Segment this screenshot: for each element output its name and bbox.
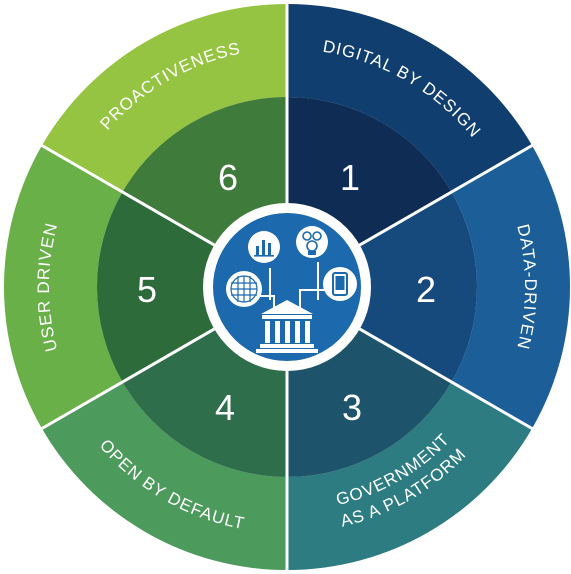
outer-segment-user-driven [3, 145, 123, 429]
inner-segment-user-driven [97, 192, 287, 382]
mobile-phone-icon [323, 267, 357, 301]
people-icon [296, 226, 328, 258]
segment-number-6: 6 [218, 157, 238, 198]
outer-segment-digital-by-design [287, 4, 533, 192]
segment-number-4: 4 [215, 387, 235, 428]
outer-segment-data-driven [451, 145, 570, 429]
outer-segment-government-as-a-platform [287, 382, 533, 570]
grid-globe-icon [226, 271, 262, 307]
outer-segment-proactiveness [41, 4, 287, 192]
inner-segment-data-driven [287, 192, 477, 382]
center-hub [203, 203, 371, 371]
segment-number-3: 3 [342, 387, 362, 428]
wheel-segments [3, 2, 570, 572]
hub-connectors [258, 262, 326, 312]
segment-number-5: 5 [137, 269, 157, 310]
bar-chart-icon [248, 231, 280, 263]
outer-segment-open-by-default [41, 382, 287, 570]
government-building-icon [256, 300, 318, 353]
segment-number-2: 2 [416, 269, 436, 310]
segment-numbers: 1 2 3 4 5 6 [137, 157, 436, 428]
segment-number-1: 1 [340, 157, 360, 198]
